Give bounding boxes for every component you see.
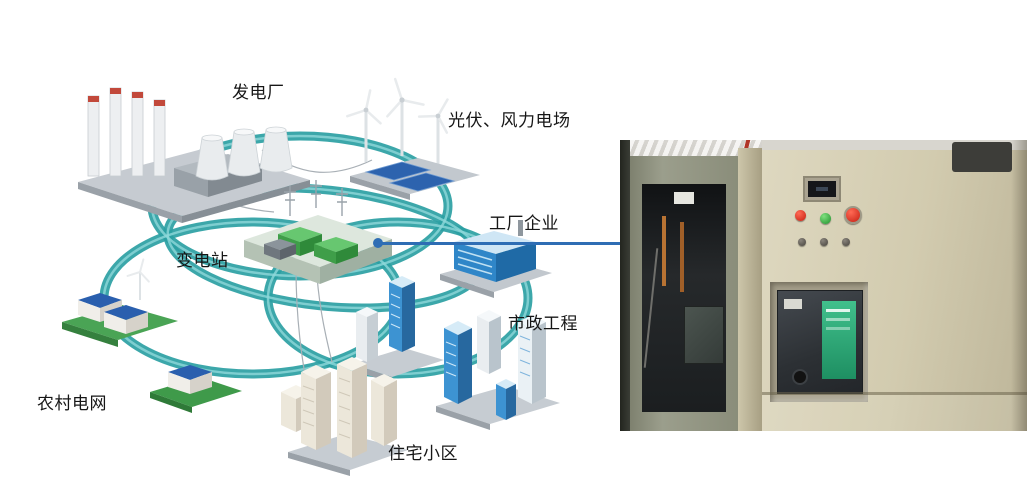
wind-turbine-icon — [346, 89, 382, 162]
label-substation: 变电站 — [176, 251, 229, 270]
cabinet-frame-left — [620, 140, 630, 431]
cabinet-pillar — [738, 148, 762, 431]
cabinet-label — [674, 192, 694, 204]
municipal-illustration — [352, 276, 560, 430]
office-tower-icon — [389, 276, 415, 352]
wire-icon — [643, 248, 659, 368]
office-tower-icon — [518, 315, 546, 404]
meter-display — [803, 176, 841, 202]
indicator-green-button — [820, 213, 831, 224]
emergency-stop-button — [844, 206, 862, 224]
main-panel — [762, 142, 1027, 431]
solar-house-icon — [168, 365, 212, 394]
wind-turbine-icon — [417, 98, 449, 166]
wind-turbine-icon — [126, 258, 150, 300]
apartment-icon — [337, 357, 367, 458]
selector-button — [798, 238, 806, 246]
busbar-icon — [662, 216, 666, 286]
power-plant-illustration — [78, 87, 310, 223]
label-residential: 住宅小区 — [388, 444, 458, 463]
label-municipal: 市政工程 — [508, 314, 578, 333]
photo-shadow — [1011, 140, 1027, 431]
connection-node — [373, 238, 383, 248]
office-tower-icon — [356, 307, 378, 362]
breaker-knob — [792, 369, 808, 385]
cabinet-interior — [642, 184, 726, 412]
label-rural: 农村电网 — [37, 394, 107, 413]
solar-panel-icon — [364, 161, 456, 192]
office-tower-icon — [477, 310, 501, 374]
chimney-icon — [87, 87, 166, 177]
breaker-recess — [770, 282, 868, 402]
breaker-green-panel — [822, 301, 856, 379]
wind-solar-illustration — [346, 77, 480, 200]
cooling-tower-icon — [195, 126, 293, 181]
panel-lower — [762, 395, 1027, 431]
internal-component — [684, 306, 724, 364]
open-cabinet — [630, 156, 738, 431]
solar-house-icon — [104, 305, 148, 334]
residential-illustration — [281, 357, 408, 476]
label-factory: 工厂企业 — [489, 214, 559, 233]
meter-screen — [808, 181, 836, 197]
power-grid-diagram — [62, 77, 560, 476]
label-power-plant: 发电厂 — [232, 83, 285, 102]
mast-icon — [284, 180, 348, 216]
wind-turbine-icon — [386, 77, 425, 156]
selector-button — [820, 238, 828, 246]
apartment-icon — [301, 365, 331, 450]
vent — [952, 142, 1012, 172]
substation-illustration — [244, 180, 392, 284]
panel-seam — [762, 392, 1027, 395]
breaker-label — [784, 299, 802, 309]
substation-equipment — [264, 227, 358, 264]
connector-line — [381, 242, 621, 245]
apartment-icon — [371, 374, 397, 446]
rural-illustration — [62, 258, 242, 413]
breaker-unit — [777, 290, 863, 394]
label-solar-wind: 光伏、风力电场 — [448, 111, 571, 130]
busbar-icon — [680, 222, 684, 292]
switchgear-photo — [620, 140, 1027, 431]
selector-button — [842, 238, 850, 246]
indicator-red-button — [795, 210, 806, 221]
office-tower-icon — [496, 379, 516, 420]
office-tower-icon — [444, 321, 472, 404]
